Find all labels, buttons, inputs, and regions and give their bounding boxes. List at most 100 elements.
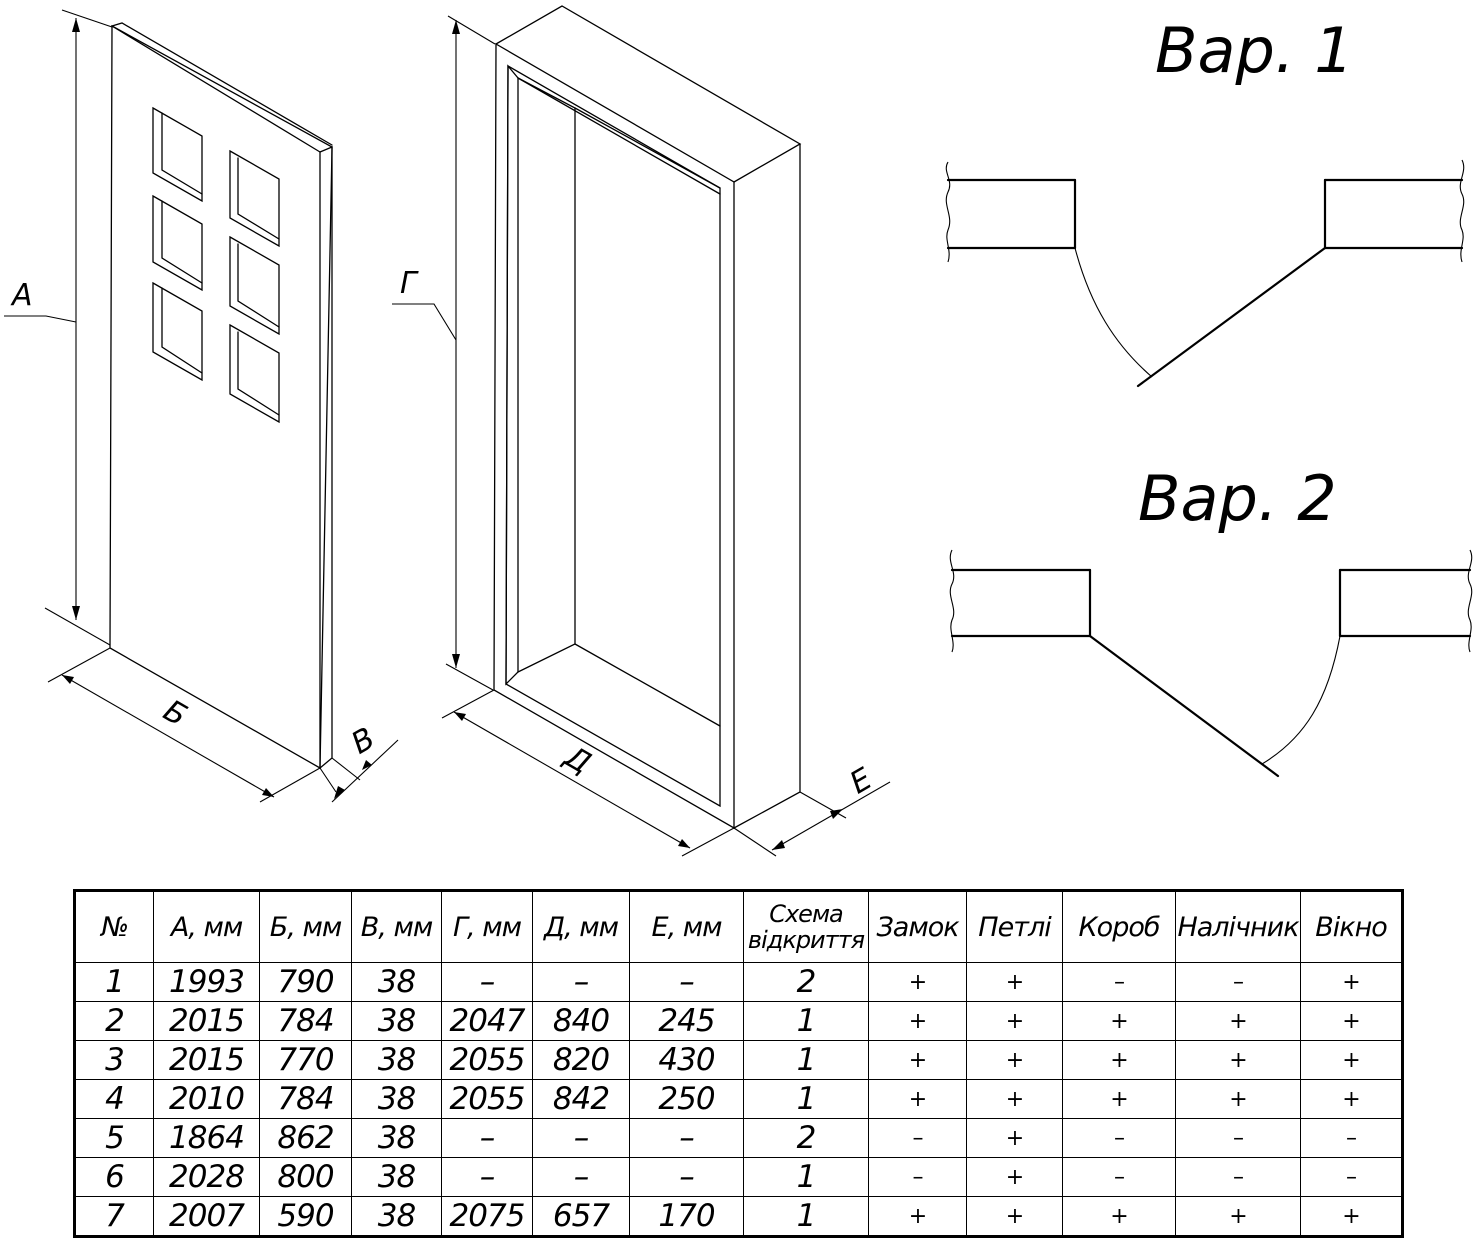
- cell-e: 250: [629, 1079, 744, 1119]
- cell-a: 2028: [153, 1157, 260, 1197]
- label-v: В: [346, 721, 381, 762]
- cell-frame: +: [1062, 1001, 1176, 1041]
- header-d: Д, мм: [532, 890, 630, 963]
- cell-scheme: 1: [743, 1157, 869, 1197]
- cell-v: 38: [351, 1079, 442, 1119]
- cell-lock: –: [868, 1118, 967, 1158]
- cell-hinges: +: [966, 1196, 1063, 1237]
- door-leaf-line-2: [1088, 634, 1280, 778]
- cell-number: 7: [74, 1196, 154, 1237]
- cell-lock: +: [868, 1196, 967, 1237]
- cell-number: 1: [74, 962, 154, 1002]
- label-b: Б: [157, 693, 192, 734]
- cell-scheme: 1: [743, 1079, 869, 1119]
- frame-opening: [505, 64, 721, 808]
- cell-hinges: +: [966, 1079, 1063, 1119]
- variant-2-scheme: Вар. 2: [949, 462, 1473, 778]
- cell-a: 1993: [153, 962, 260, 1002]
- header-v: В, мм: [351, 890, 442, 963]
- cell-scheme: 2: [743, 1118, 869, 1158]
- cell-window: –: [1300, 1157, 1403, 1197]
- dimension-b: Б: [47, 647, 321, 803]
- door-frame-drawing: Г Д Е: [392, 5, 891, 857]
- swing-arc-1: [1074, 247, 1153, 378]
- cell-casing: –: [1175, 1157, 1301, 1197]
- cell-b: 862: [259, 1118, 352, 1158]
- cell-g: 2055: [441, 1040, 533, 1080]
- cell-a: 1864: [153, 1118, 260, 1158]
- cell-frame: –: [1062, 1157, 1176, 1197]
- cell-hinges: +: [966, 1040, 1063, 1080]
- cell-casing: +: [1175, 1001, 1301, 1041]
- label-a: А: [10, 278, 33, 313]
- header-e: Е, мм: [629, 890, 744, 963]
- cell-d: 842: [532, 1079, 630, 1119]
- frame-front-face: [493, 42, 735, 830]
- cell-hinges: +: [966, 962, 1063, 1002]
- cell-b: 590: [259, 1196, 352, 1237]
- cell-window: –: [1300, 1118, 1403, 1158]
- cell-a: 2015: [153, 1040, 260, 1080]
- cell-b: 790: [259, 962, 352, 1002]
- header-casing: Налічник: [1175, 890, 1301, 963]
- spec-table: № А, мм Б, мм В, мм Г, мм Д, мм Е, мм Сх…: [73, 889, 1404, 1238]
- frame-top-face: [495, 5, 802, 183]
- dimension-a: А: [4, 9, 113, 646]
- cell-e: 245: [629, 1001, 744, 1041]
- cell-scheme: 2: [743, 962, 869, 1002]
- header-row: № А, мм Б, мм В, мм Г, мм Д, мм Е, мм Сх…: [74, 890, 1403, 963]
- frame-side-face: [733, 143, 801, 829]
- cell-a: 2007: [153, 1196, 260, 1237]
- cell-casing: –: [1175, 962, 1301, 1002]
- cell-b: 800: [259, 1157, 352, 1197]
- cell-d: –: [532, 1157, 630, 1197]
- cell-scheme: 1: [743, 1196, 869, 1237]
- dimension-e: Е: [733, 762, 891, 857]
- label-g: Г: [400, 266, 419, 301]
- header-hinges: Петлі: [966, 890, 1063, 963]
- cell-v: 38: [351, 1196, 442, 1237]
- cell-window: +: [1300, 1079, 1403, 1119]
- cell-scheme: 1: [743, 1001, 869, 1041]
- cell-hinges: +: [966, 1001, 1063, 1041]
- cell-window: +: [1300, 962, 1403, 1002]
- cell-number: 6: [74, 1157, 154, 1197]
- cell-lock: +: [868, 1040, 967, 1080]
- cell-frame: +: [1062, 1079, 1176, 1119]
- cell-g: –: [441, 962, 533, 1002]
- cell-e: 430: [629, 1040, 744, 1080]
- header-frame: Короб: [1062, 890, 1176, 963]
- cell-d: 820: [532, 1040, 630, 1080]
- cell-d: 657: [532, 1196, 630, 1237]
- door-window-panes: [152, 106, 280, 424]
- cell-g: 2047: [441, 1001, 533, 1041]
- cell-g: 2075: [441, 1196, 533, 1237]
- cell-e: 170: [629, 1196, 744, 1237]
- cell-b: 784: [259, 1079, 352, 1119]
- cell-v: 38: [351, 1157, 442, 1197]
- table-header: № А, мм Б, мм В, мм Г, мм Д, мм Е, мм Сх…: [74, 890, 1403, 963]
- cell-window: +: [1300, 1196, 1403, 1237]
- cell-scheme: 1: [743, 1040, 869, 1080]
- cell-d: 840: [532, 1001, 630, 1041]
- cell-hinges: +: [966, 1157, 1063, 1197]
- cell-number: 2: [74, 1001, 154, 1041]
- cell-v: 38: [351, 1118, 442, 1158]
- cell-b: 770: [259, 1040, 352, 1080]
- door-side-edge: [319, 146, 333, 769]
- door-top-edge: [111, 22, 333, 146]
- cell-e: –: [629, 1118, 744, 1158]
- dimension-g: Г: [392, 15, 496, 691]
- variant-2-title: Вар. 2: [1138, 462, 1337, 535]
- header-lock: Замок: [868, 890, 967, 963]
- cell-casing: +: [1175, 1196, 1301, 1237]
- cell-e: –: [629, 1157, 744, 1197]
